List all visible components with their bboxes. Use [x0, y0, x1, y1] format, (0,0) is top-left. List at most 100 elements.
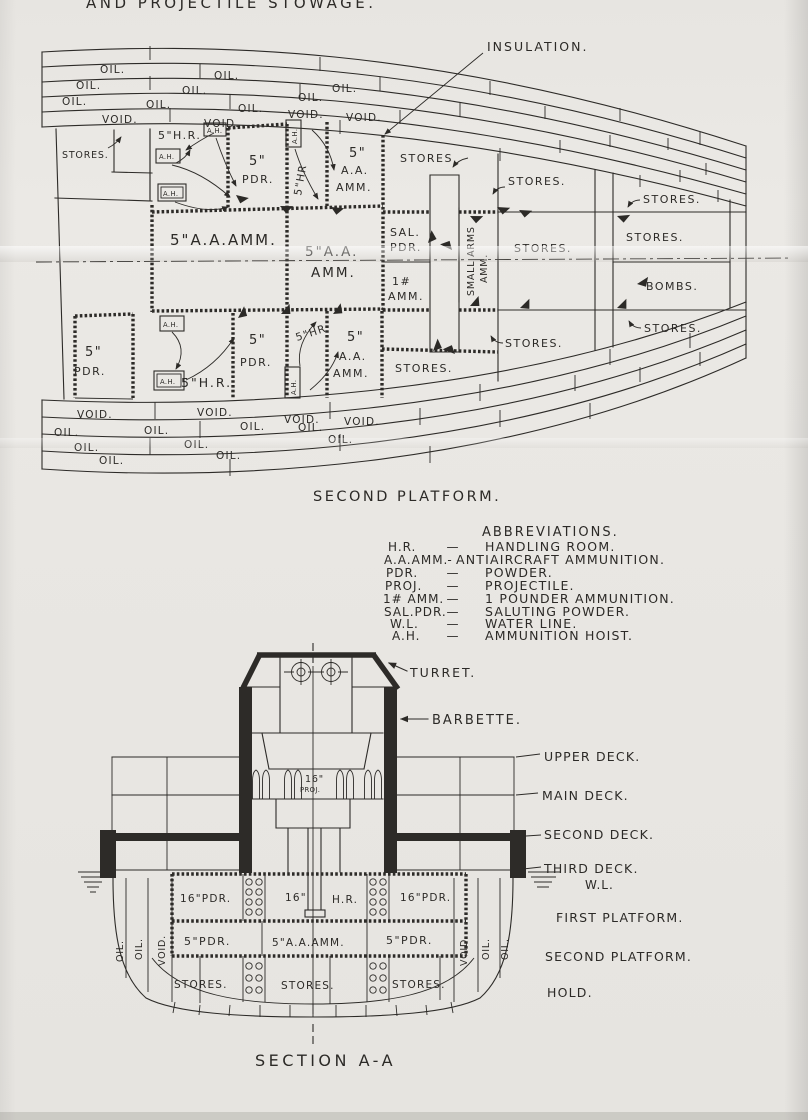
room-label-1pdr: 1#: [392, 275, 411, 288]
ah-box-label: A.H.: [290, 380, 298, 395]
plan-oil-label: OIL.: [298, 422, 323, 434]
hold-label-5pdr: 5"PDR.: [184, 935, 231, 948]
room-label-stores: STORES.: [505, 337, 563, 350]
plan-oil-label: OIL.: [74, 442, 99, 454]
ah-box-label: A.H.: [160, 378, 175, 386]
abbrev-key: PROJ.: [385, 579, 422, 593]
insulation-callout: INSULATION.: [384, 39, 586, 135]
hold-label-16: 16": [285, 892, 307, 904]
abbrev-sep: —: [447, 579, 460, 593]
hull-plating-bottom: VOID. VOID. OIL. VOID. VOID. OIL. OIL. O…: [41, 301, 747, 476]
abbrev-key: 1# AMM.: [383, 592, 444, 606]
waterline-label: W.L.: [585, 878, 614, 892]
abbrev-sep: —: [447, 605, 460, 619]
plan-void-label: VOID.: [344, 416, 380, 428]
plan-oil-label: OIL.: [332, 83, 357, 95]
turret: 16" PROJ.: [239, 643, 401, 1014]
room-label-5hr: 5"H.R.: [158, 129, 201, 142]
plan-oil-label: OIL.: [146, 99, 171, 111]
room-label-aa: A.A.: [341, 164, 369, 177]
deck-label-second: SECOND DECK.: [544, 827, 654, 842]
lower-hull: OIL. OIL. VOID. VOID. OIL. OIL.: [112, 877, 514, 1018]
plan-void-label: VOID.: [102, 114, 138, 126]
plan-caption: SECOND PLATFORM.: [313, 489, 501, 505]
abbrev-meaning: SALUTING POWDER.: [485, 604, 630, 619]
decks: [78, 753, 560, 893]
section-caption: SECTION A-A: [255, 1051, 396, 1070]
sheet-title: AND PROJECTILE STOWAGE.: [86, 0, 377, 12]
hull-plating-top: OIL. OIL. OIL. OIL. OIL. OIL. OIL. OIL. …: [41, 46, 747, 207]
room-label-5in: 5": [85, 345, 102, 360]
plan-oil-label: OIL.: [328, 434, 353, 446]
room-label-amm: AMM.: [388, 290, 424, 303]
hold-label-stores: STORES.: [174, 979, 228, 991]
hoist-tubes: [245, 878, 387, 994]
room-label-5in: 5": [249, 154, 266, 169]
plan-oil-label: OIL.: [238, 103, 263, 115]
room-label-stores: STORES.: [644, 322, 702, 335]
room-label-amm: AMM.: [336, 181, 372, 194]
hold-label-hr: H.R.: [332, 894, 358, 906]
hold-label-stores: STORES.: [281, 980, 335, 992]
room-label-pdr: PDR.: [390, 241, 422, 254]
room-label-amm: AMM.: [311, 265, 356, 281]
ah-box-label: A.H.: [163, 190, 178, 198]
abbrev-sep: —: [447, 540, 460, 554]
hold-label-16pdr: 16"PDR.: [180, 893, 231, 905]
plan-centerline: [35, 257, 793, 263]
abbrev-sep: —: [447, 629, 460, 643]
proj-caliber-label: 16": [305, 774, 324, 785]
wing-oil-label: OIL.: [134, 938, 145, 960]
ah-box-label: A.H.: [159, 153, 174, 161]
deck-label-hold: HOLD.: [547, 985, 593, 1000]
room-label-5aa: 5"A.A.: [305, 244, 358, 260]
plan-void-label: VOID.: [288, 109, 324, 121]
plan-oil-label: OIL.: [214, 70, 239, 82]
abbrev-sep: —: [447, 617, 460, 631]
turret-callout: TURRET.: [409, 665, 476, 680]
wing-oil-label: OIL.: [481, 938, 492, 960]
abbrev-sep: —: [447, 566, 460, 580]
deck-label-upper: UPPER DECK.: [544, 749, 640, 764]
abbrev-key: A.A.AMM.: [384, 553, 448, 567]
wing-void-label: VOID.: [459, 935, 470, 966]
room-label-5hr-rot: 5"HR: [292, 163, 309, 196]
plan-oil-label: OIL.: [62, 96, 87, 108]
room-label-stores: STORES.: [395, 362, 453, 375]
room-label-5in: 5": [249, 333, 266, 348]
room-label-stores: STORES.: [626, 231, 684, 244]
abbrev-sep: —: [447, 592, 460, 606]
abbrev-key: PDR.: [386, 566, 418, 580]
wing-void-label: VOID.: [157, 935, 168, 966]
abbrev-meaning: 1 POUNDER AMMUNITION.: [485, 591, 675, 606]
plan-void-label: VOID.: [346, 112, 382, 124]
plan-void-label: VOID.: [284, 414, 320, 426]
deck-labels: UPPER DECK. MAIN DECK. SECOND DECK. THIR…: [542, 749, 691, 1000]
deck-label-main: MAIN DECK.: [542, 788, 629, 803]
plan-oil-label: OIL.: [216, 450, 241, 462]
room-label-sal: SAL.: [390, 226, 420, 239]
abbrev-meaning: PROJECTILE.: [485, 578, 575, 593]
wing-oil-label: OIL.: [500, 938, 511, 960]
abbrev-key: H.R.: [388, 540, 416, 554]
ah-box-label: A.H.: [291, 129, 299, 144]
deck-label-third: THIRD DECK.: [543, 861, 639, 876]
abbrev-meaning: HANDLING ROOM.: [485, 539, 616, 554]
abbrev-meaning: POWDER.: [485, 565, 553, 580]
room-label-5aaamm-wide: 5"A.A.AMM.: [170, 231, 277, 249]
proj-label: PROJ.: [300, 786, 320, 794]
room-label-pdr: PDR.: [74, 365, 106, 378]
hold-label-5pdr: 5"PDR.: [386, 934, 433, 947]
barbette-callout: BARBETTE.: [432, 713, 522, 728]
plan-view: OIL. OIL. OIL. OIL. OIL. OIL. OIL. OIL. …: [35, 39, 793, 505]
room-label-bombs: BOMBS.: [646, 280, 698, 293]
plan-oil-label: OIL.: [100, 64, 125, 76]
hold-label-16pdr: 16"PDR.: [400, 892, 451, 904]
abbrev-key: A.H.: [392, 629, 420, 643]
room-label-stores: STORES.: [62, 150, 109, 161]
room-label-stores: STORES.: [508, 175, 566, 188]
section-callouts: TURRET. BARBETTE.: [387, 662, 522, 728]
room-label-5hr: 5"H.R.: [181, 375, 232, 390]
